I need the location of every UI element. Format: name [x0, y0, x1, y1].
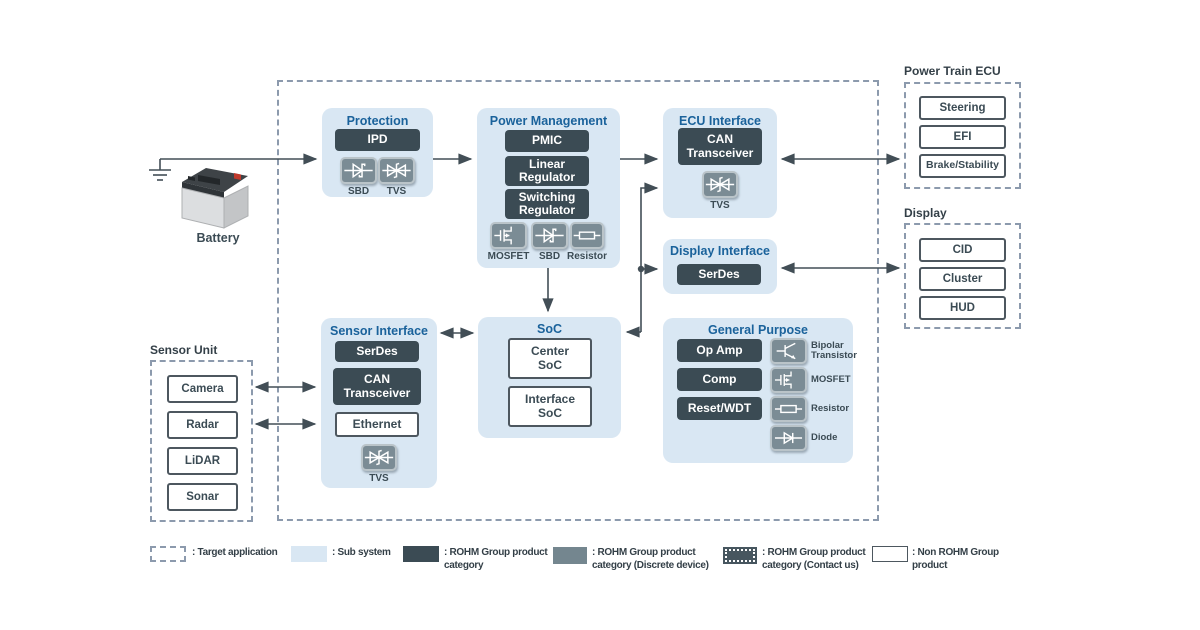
power-train-ecu-box: Steering EFI Brake/Stability [904, 82, 1021, 189]
steering-box: Steering [919, 96, 1006, 120]
radar-box: Radar [167, 411, 238, 439]
mosfet-icon [490, 222, 527, 249]
tvs-label: TVS [710, 200, 730, 211]
mosfet-label: MOSFET [811, 373, 851, 385]
ecu-interface-title: ECU Interface [679, 114, 761, 128]
switching-regulator-box: Switching Regulator [505, 189, 589, 219]
battery-label: Battery [196, 231, 240, 245]
hud-box: HUD [919, 296, 1006, 320]
serdes-box: SerDes [335, 341, 419, 362]
legend-target-label: : Target application [192, 547, 278, 558]
resistor-icon [770, 396, 807, 422]
resistor-label: Resistor [566, 251, 607, 262]
sbd-icon [340, 157, 377, 184]
sensor-interface-title: Sensor Interface [330, 324, 428, 338]
can-transceiver-box: CAN Transceiver [333, 368, 421, 405]
sensor-unit-title: Sensor Unit [150, 343, 218, 357]
ecu-interface-block: ECU Interface CAN Transceiver TVS [663, 108, 777, 218]
resistor-icon [570, 222, 604, 249]
sbd-label: SBD [538, 251, 561, 262]
interface-soc-box: Interface SoC [508, 386, 592, 427]
main-application-frame [277, 80, 879, 521]
op-amp-box: Op Amp [677, 339, 762, 362]
general-purpose-title: General Purpose [707, 323, 809, 337]
bipolar-transistor-label: Bipolar Transistor [811, 339, 857, 361]
mosfet-icon [770, 367, 807, 393]
legend-subsystem-swatch [291, 546, 327, 562]
legend-contact-swatch [723, 547, 757, 564]
camera-box: Camera [167, 375, 238, 403]
protection-title: Protection [346, 114, 409, 128]
efi-box: EFI [919, 125, 1006, 149]
reset-wdt-box: Reset/WDT [677, 397, 762, 420]
tvs-icon [361, 444, 397, 471]
power-management-title: Power Management [489, 114, 608, 128]
legend-discrete-label: : ROHM Group product category (Discrete … [592, 547, 709, 571]
protection-block: Protection IPD SBD TVS [322, 108, 433, 197]
legend-non-rohm-label: : Non ROHM Group product [912, 547, 999, 571]
sonar-box: Sonar [167, 483, 238, 511]
tvs-icon [378, 157, 415, 184]
power-management-block: Power Management PMIC Linear Regulator S… [477, 108, 620, 268]
display-box: CID Cluster HUD [904, 223, 1021, 329]
legend-rohm-swatch [403, 546, 439, 562]
ipd-box: IPD [335, 129, 420, 151]
cluster-box: Cluster [919, 267, 1006, 291]
lidar-box: LiDAR [167, 447, 238, 475]
linear-regulator-box: Linear Regulator [505, 156, 589, 186]
display-interface-title: Display Interface [669, 244, 771, 258]
resistor-label: Resistor [811, 402, 850, 414]
general-purpose-block: General Purpose Op Amp Comp Reset/WDT Bi… [663, 318, 857, 463]
bipolar-transistor-icon [770, 338, 807, 364]
pmic-box: PMIC [505, 130, 589, 152]
battery-icon [181, 168, 249, 229]
brake-stability-box: Brake/Stability [919, 154, 1006, 178]
legend-non-rohm-swatch [872, 546, 908, 562]
mosfet-label: MOSFET [487, 251, 530, 262]
tvs-icon [702, 171, 738, 198]
soc-title: SoC [537, 322, 562, 336]
can-transceiver-box: CAN Transceiver [678, 128, 762, 165]
cid-box: CID [919, 238, 1006, 262]
sbd-icon [531, 222, 568, 249]
legend-target-swatch [150, 546, 186, 562]
comp-box: Comp [677, 368, 762, 391]
legend-contact-label: : ROHM Group product category (Contact u… [762, 547, 866, 571]
legend-rohm-label: : ROHM Group product category [444, 547, 548, 571]
serdes-box: SerDes [677, 264, 761, 285]
diode-icon [770, 425, 807, 451]
tvs-label: TVS [369, 473, 389, 484]
tvs-label: TVS [386, 186, 407, 197]
display-title: Display [904, 206, 947, 220]
soc-block: SoC Center SoC Interface SoC [478, 317, 621, 438]
power-train-ecu-title: Power Train ECU [904, 64, 1001, 78]
legend-discrete-swatch [553, 547, 587, 564]
sbd-label: SBD [347, 186, 370, 197]
display-interface-block: Display Interface SerDes [663, 239, 777, 294]
diode-label: Diode [811, 431, 838, 443]
sensor-interface-block: Sensor Interface SerDes CAN Transceiver … [321, 318, 437, 488]
sensor-unit-box: Camera Radar LiDAR Sonar [150, 360, 253, 522]
center-soc-box: Center SoC [508, 338, 592, 379]
legend-subsystem-label: : Sub system [332, 547, 391, 558]
ethernet-box: Ethernet [335, 412, 419, 437]
